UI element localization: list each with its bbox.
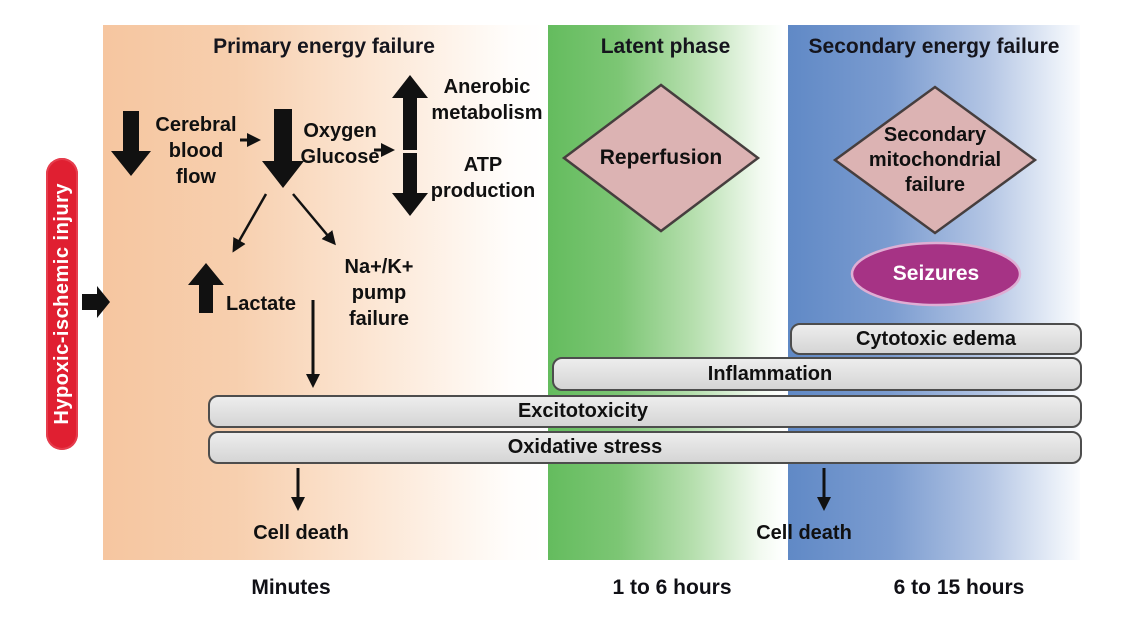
panel-primary-energy-failure xyxy=(103,25,545,560)
label-reperfusion: Reperfusion xyxy=(599,146,723,169)
hypoxic-ischemic-injury-banner: Hypoxic-ischemic injury xyxy=(46,158,78,450)
bar-inflammation-label: Inflammation xyxy=(707,362,833,385)
label-lactate: Lactate xyxy=(225,293,297,315)
bar-cytotoxic-edema: Cytotoxic edema xyxy=(790,323,1082,355)
seizures-ellipse xyxy=(850,241,1022,307)
arrow-oxygen-to-pump-failure xyxy=(292,193,336,246)
label-oxygen-glucose: Oxygen Glucose xyxy=(300,120,380,168)
bar-excitotoxicity: Excitotoxicity xyxy=(208,395,1082,428)
time-label-6-to-15-hours: 6 to 15 hours xyxy=(893,576,1025,599)
title-primary-energy-failure: Primary energy failure xyxy=(213,35,435,58)
title-secondary-energy-failure: Secondary energy failure xyxy=(808,35,1060,58)
label-atp-production: ATP production xyxy=(430,154,536,202)
bar-cytotoxic-edema-label: Cytotoxic edema xyxy=(855,327,1017,350)
injury-entry-arrow-icon xyxy=(82,286,110,318)
bar-inflammation: Inflammation xyxy=(552,357,1082,391)
label-pump-failure: Na+/K+ pump failure xyxy=(344,256,414,330)
increase-anerobic-metabolism-arrow-icon xyxy=(392,75,428,150)
reperfusion-diamond xyxy=(561,83,761,233)
label-cell-death-primary: Cell death xyxy=(253,522,349,544)
bar-oxidative-stress-label: Oxidative stress xyxy=(507,436,663,458)
label-cerebral-blood-flow: Cerebral blood flow xyxy=(155,114,237,188)
decrease-oxygen-glucose-arrow-icon xyxy=(262,109,304,188)
label-secondary-mitochondrial-failure: Secondary mitochondrial failure xyxy=(868,124,1002,196)
time-label-1-to-6-hours: 1 to 6 hours xyxy=(612,576,732,599)
bar-oxidative-stress: Oxidative stress xyxy=(208,431,1082,464)
decrease-atp-production-arrow-icon xyxy=(392,153,428,216)
secondary-mitochondrial-failure-diamond xyxy=(832,85,1038,235)
label-cell-death-secondary: Cell death xyxy=(756,522,852,544)
increase-lactate-arrow-icon xyxy=(188,263,224,313)
arrow-oxygen-to-lactate xyxy=(232,193,268,253)
bar-excitotoxicity-label: Excitotoxicity xyxy=(517,400,649,422)
title-latent-phase: Latent phase xyxy=(600,35,731,58)
label-anerobic-metabolism: Anerobic metabolism xyxy=(431,76,543,124)
label-seizures: Seizures xyxy=(892,262,980,285)
decrease-cerebral-blood-flow-arrow-icon xyxy=(111,111,151,176)
time-label-minutes: Minutes xyxy=(251,576,331,599)
